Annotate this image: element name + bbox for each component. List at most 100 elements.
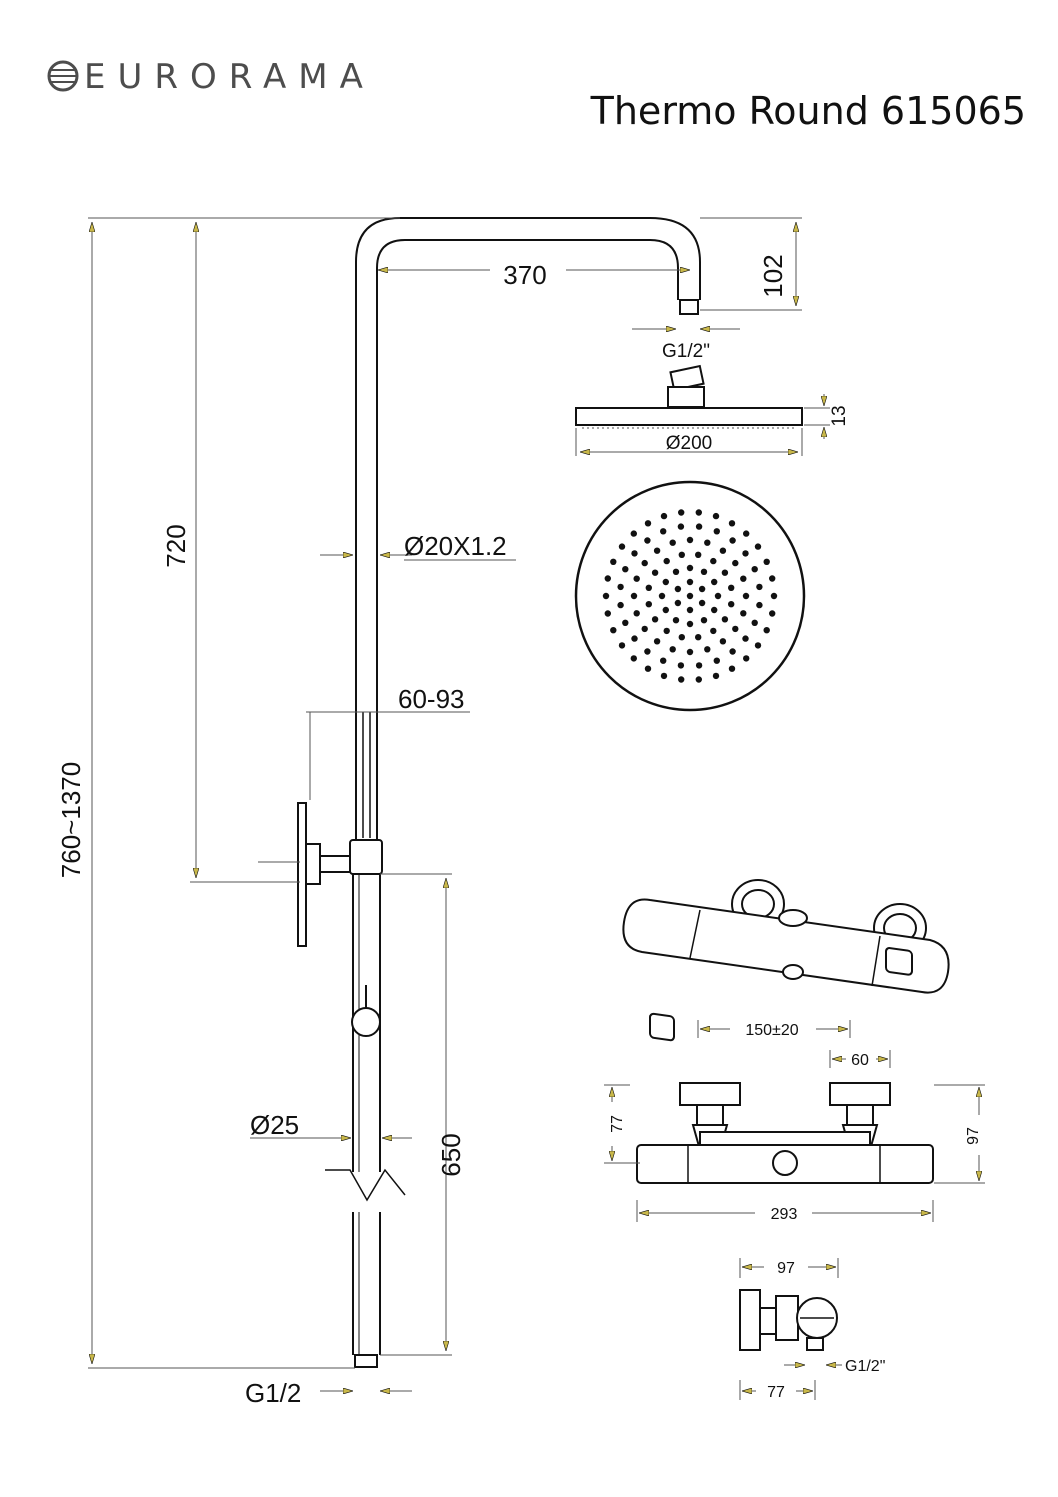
nozzle-dot xyxy=(630,530,637,537)
bracket-clamp xyxy=(349,839,383,875)
nozzle-dot xyxy=(770,592,778,600)
nozzle-dot xyxy=(658,592,666,600)
nozzle-dot xyxy=(710,627,717,635)
nozzle-dot xyxy=(678,634,685,641)
mixer-outlet xyxy=(772,1150,798,1176)
dim-total-height: 760~1370 xyxy=(56,762,86,878)
nozzle-dot xyxy=(695,634,702,641)
nozzle-dot xyxy=(653,547,661,554)
nozzle-dot xyxy=(618,642,626,649)
nozzle-dot xyxy=(631,635,638,642)
nozzle-dot xyxy=(610,558,617,565)
nozzle-dot xyxy=(743,530,750,537)
nozzle-dot xyxy=(698,585,706,593)
nozzle-dot xyxy=(617,583,624,591)
nozzle-dot xyxy=(711,606,718,614)
nozzle-dot xyxy=(742,592,750,600)
nozzle-dot xyxy=(732,625,739,633)
nozzle-dot xyxy=(651,569,659,576)
head-connector xyxy=(667,386,705,408)
dim-lower-tube: Ø25 xyxy=(250,1110,299,1140)
dim-side-depth-bottom: 77 xyxy=(767,1384,785,1401)
nozzle-dot xyxy=(663,557,670,565)
nozzle-dot xyxy=(669,646,676,653)
nozzle-dot xyxy=(604,610,611,617)
nozzle-dot xyxy=(698,599,706,607)
nozzle-dot xyxy=(644,665,652,672)
nozzle-dot xyxy=(677,523,685,530)
dim-riser-upper: 720 xyxy=(161,524,191,567)
nozzle-dot xyxy=(751,566,758,573)
nozzle-dot xyxy=(630,655,637,662)
dim-side-thread: G1/2" xyxy=(845,1358,885,1375)
nozzle-dot xyxy=(713,657,720,664)
temperature-handle-icon xyxy=(649,1012,675,1042)
nozzle-dot xyxy=(686,620,694,628)
side-outlet xyxy=(806,1337,824,1351)
dim-lower-length: 650 xyxy=(436,1133,466,1176)
nozzle-dot xyxy=(695,523,703,530)
nozzle-dot xyxy=(630,592,638,600)
dim-mixer-height-left: 77 xyxy=(609,1115,626,1133)
nozzle-dot xyxy=(602,592,610,600)
nozzle-dot xyxy=(663,627,670,635)
dim-head-thickness: 13 xyxy=(829,405,850,426)
nozzle-dot xyxy=(631,550,638,557)
mixer-top-outlet xyxy=(778,909,808,927)
nozzle-dot xyxy=(645,601,652,608)
shower-head-top-view xyxy=(574,480,806,712)
nozzle-dot xyxy=(751,619,758,626)
nozzle-dot xyxy=(769,610,776,617)
nozzle-dot xyxy=(742,550,749,557)
nozzle-dot xyxy=(633,575,640,582)
nozzle-dot xyxy=(700,617,708,624)
mixer-side-view: 97 G1/2" 77 xyxy=(739,1258,885,1401)
right-wall-cap xyxy=(829,1082,891,1106)
shower-head-side-view: 13 Ø200 xyxy=(575,364,850,456)
nozzle-dot xyxy=(660,657,667,664)
nozzle-dot xyxy=(660,672,668,680)
nozzle-dot xyxy=(728,665,736,672)
dim-mixer-connector: 60 xyxy=(851,1052,869,1069)
product-title: Thermo Round 615065 xyxy=(590,89,1026,133)
nozzle-dot xyxy=(672,568,680,575)
mixer-body xyxy=(622,898,950,994)
nozzle-dot xyxy=(695,509,702,516)
nozzle-dot xyxy=(674,585,682,593)
side-wall-cap xyxy=(739,1289,761,1351)
wall-bracket-rod xyxy=(305,843,321,885)
nozzle-dot xyxy=(622,566,629,573)
nozzle-dot xyxy=(743,655,750,662)
nozzle-dot xyxy=(672,617,680,624)
column-dimensions: 760~1370 720 370 102 G1/2" Ø20X1.2 60-93… xyxy=(56,217,802,1408)
nozzle-dot xyxy=(686,592,694,600)
nozzle-dot xyxy=(695,551,702,558)
nozzle-dot xyxy=(622,619,629,626)
nozzle-dot xyxy=(644,537,651,544)
nozzle-dot xyxy=(695,662,703,669)
nozzle-dot xyxy=(721,569,729,576)
dim-mixer-height-right: 97 xyxy=(965,1127,982,1145)
dim-wall-offset: 60-93 xyxy=(398,684,465,714)
column-inlet xyxy=(354,1354,378,1368)
dim-mixer-centers: 150±20 xyxy=(745,1022,798,1039)
nozzle-dot xyxy=(686,564,694,572)
mixer-front-view: 150±20 60 77 97 293 xyxy=(604,1020,985,1223)
nozzle-dot xyxy=(756,601,763,609)
break-mark xyxy=(325,1168,406,1202)
nozzle-dot xyxy=(651,616,659,623)
dim-head-diameter: Ø200 xyxy=(666,433,712,454)
nozzle-dot xyxy=(660,528,667,535)
dim-arm-thread: G1/2" xyxy=(662,341,710,362)
nozzle-dot xyxy=(719,638,727,645)
mixer-bottom-outlet xyxy=(782,964,804,980)
nozzle-dot xyxy=(686,536,694,544)
head-plate xyxy=(575,407,803,426)
nozzle-dot xyxy=(618,543,626,550)
nozzle-dot xyxy=(713,528,720,535)
wall-plate xyxy=(297,802,307,947)
nozzle-dot xyxy=(712,512,720,520)
nozzle-dot xyxy=(729,537,736,544)
nozzle-dot xyxy=(710,557,717,565)
